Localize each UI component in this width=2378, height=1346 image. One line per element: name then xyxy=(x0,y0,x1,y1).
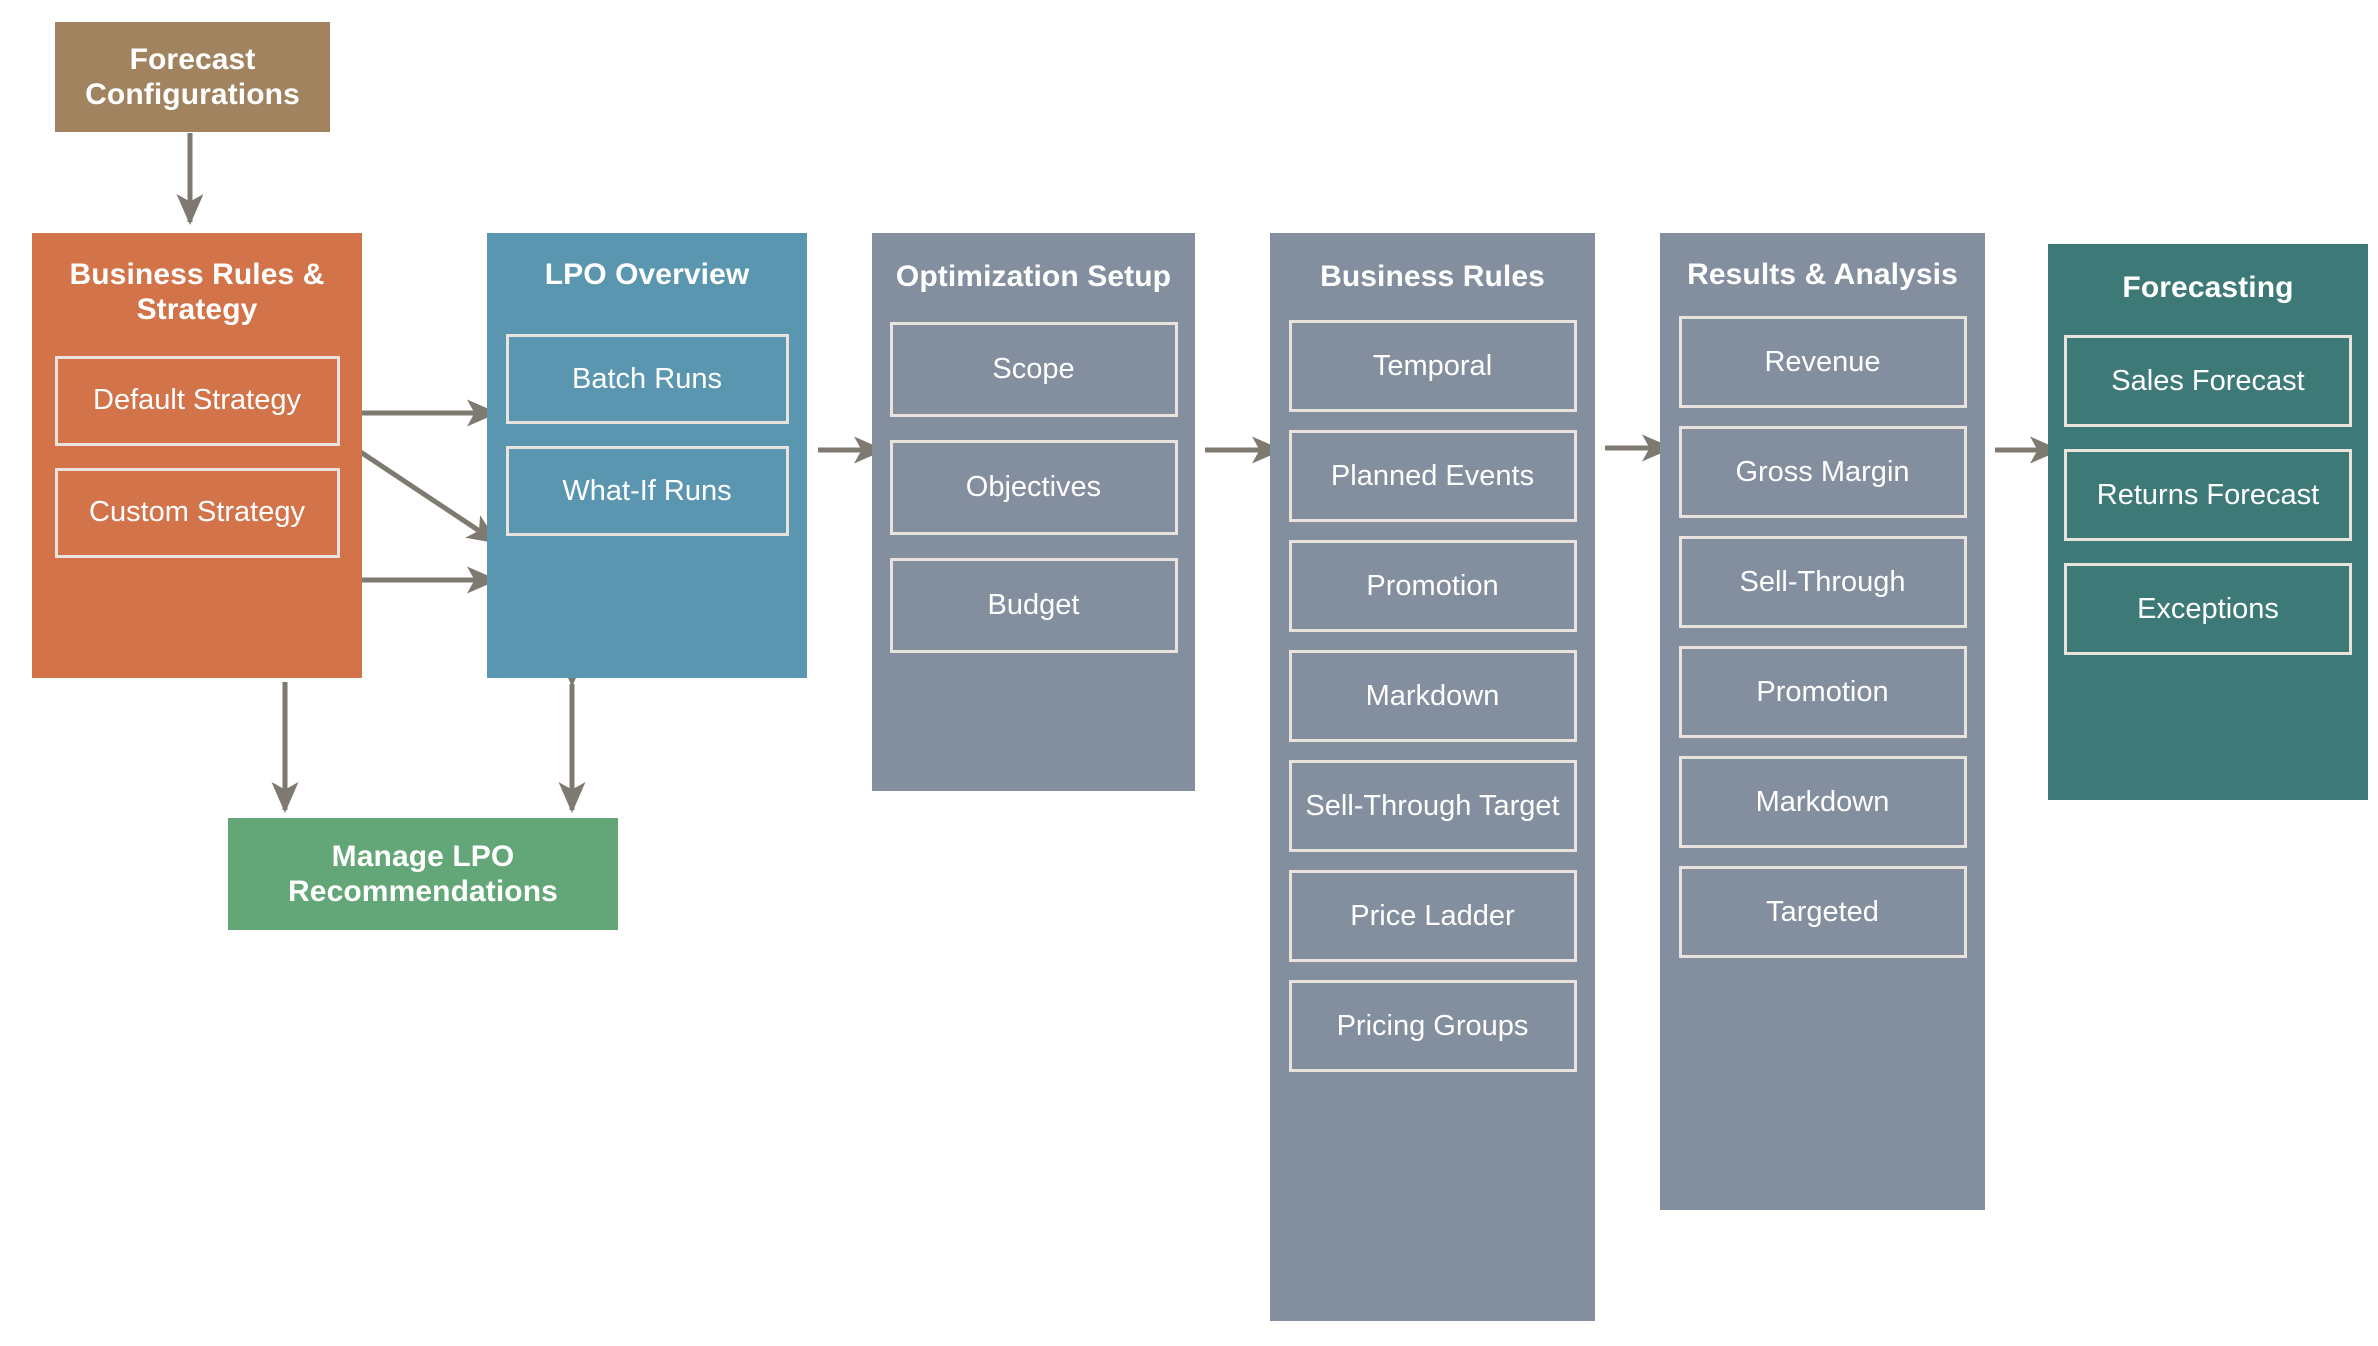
sub-item-temporal[interactable]: Temporal xyxy=(1288,320,1577,413)
sub-item-revenue[interactable]: Revenue xyxy=(1678,316,1967,409)
node-title-forecasting: Forecasting xyxy=(2122,271,2294,304)
node-business-rules[interactable]: Business Rules Temporal Planned Events P… xyxy=(1270,233,1595,1321)
sub-item-gross-margin[interactable]: Gross Margin xyxy=(1678,426,1967,519)
node-title-forecast-configurations: Forecast Configurations xyxy=(85,42,300,111)
node-forecast-configurations[interactable]: Forecast Configurations xyxy=(55,22,330,132)
node-forecasting[interactable]: Forecasting Sales Forecast Returns Forec… xyxy=(2048,244,2368,800)
sub-item-default-strategy[interactable]: Default Strategy xyxy=(54,355,340,446)
sub-item-promotion[interactable]: Promotion xyxy=(1288,540,1577,633)
sub-item-targeted[interactable]: Targeted xyxy=(1678,866,1967,959)
node-lpo-overview[interactable]: LPO Overview Batch Runs What-If Runs xyxy=(487,233,807,678)
node-title-manage-lpo-recommendations: Manage LPO Recommendations xyxy=(288,839,558,908)
node-results-analysis[interactable]: Results & Analysis Revenue Gross Margin … xyxy=(1660,233,1985,1210)
node-optimization-setup[interactable]: Optimization Setup Scope Objectives Budg… xyxy=(872,233,1195,791)
node-business-rules-strategy[interactable]: Business Rules & Strategy Default Strate… xyxy=(32,233,362,678)
sub-item-markdown-results[interactable]: Markdown xyxy=(1678,756,1967,849)
sub-item-exceptions[interactable]: Exceptions xyxy=(2064,563,2352,656)
sub-item-price-ladder[interactable]: Price Ladder xyxy=(1288,870,1577,963)
node-title-business-rules-strategy: Business Rules & Strategy xyxy=(69,258,325,327)
node-title-business-rules: Business Rules xyxy=(1320,260,1545,293)
node-title-results-analysis: Results & Analysis xyxy=(1687,258,1958,291)
edge-default-strategy-to-what-if-runs xyxy=(348,442,499,545)
sub-item-sell-through[interactable]: Sell-Through xyxy=(1678,536,1967,629)
sub-item-sell-through-target[interactable]: Sell-Through Target xyxy=(1288,760,1577,853)
sub-item-planned-events[interactable]: Planned Events xyxy=(1288,430,1577,523)
sub-item-returns-forecast[interactable]: Returns Forecast xyxy=(2064,449,2352,542)
sub-item-custom-strategy[interactable]: Custom Strategy xyxy=(54,467,340,558)
sub-item-objectives[interactable]: Objectives xyxy=(889,440,1178,536)
node-title-lpo-overview: LPO Overview xyxy=(544,258,750,291)
sub-item-sales-forecast[interactable]: Sales Forecast xyxy=(2064,335,2352,428)
node-manage-lpo-recommendations[interactable]: Manage LPO Recommendations xyxy=(228,818,618,930)
sub-item-batch-runs[interactable]: Batch Runs xyxy=(505,334,789,425)
sub-item-pricing-groups[interactable]: Pricing Groups xyxy=(1288,980,1577,1073)
sub-item-budget[interactable]: Budget xyxy=(889,558,1178,654)
sub-item-scope[interactable]: Scope xyxy=(889,322,1178,418)
node-title-optimization-setup: Optimization Setup xyxy=(895,260,1172,293)
sub-item-promotion-results[interactable]: Promotion xyxy=(1678,646,1967,739)
sub-item-what-if-runs[interactable]: What-If Runs xyxy=(505,446,789,537)
sub-item-markdown[interactable]: Markdown xyxy=(1288,650,1577,743)
